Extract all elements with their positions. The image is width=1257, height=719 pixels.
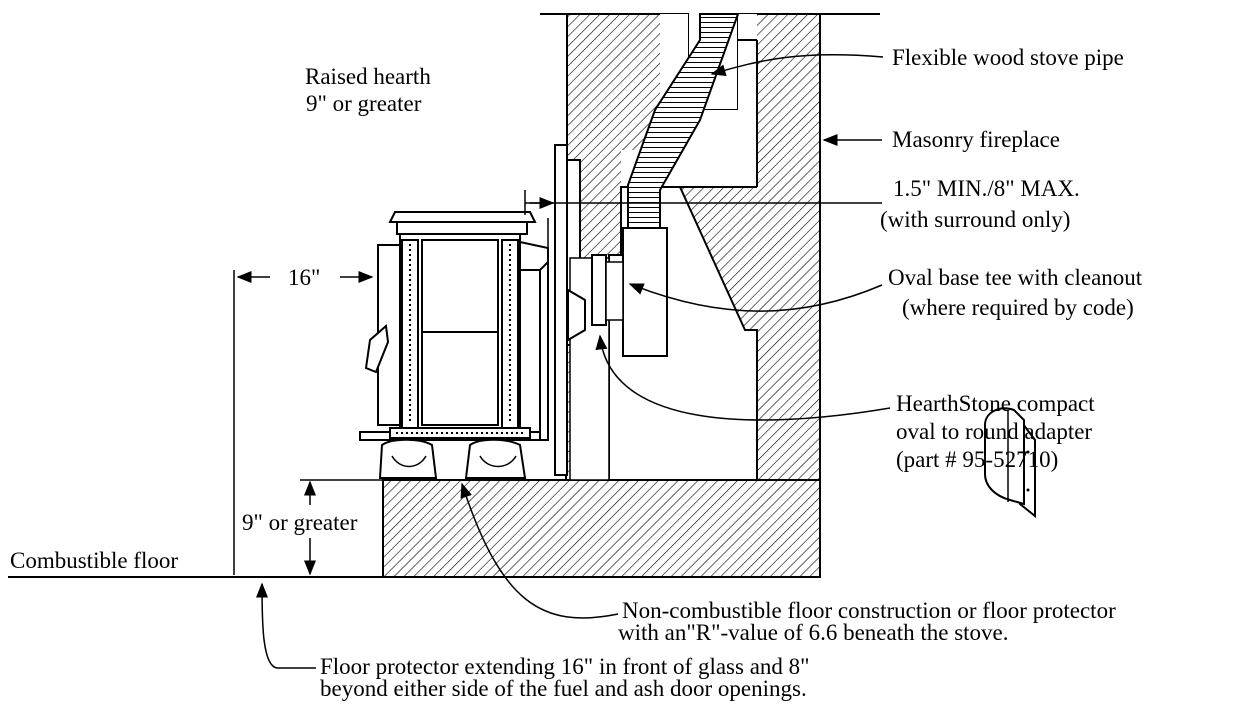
noncombustible-label-1: Non-combustible floor construction or fl… <box>622 598 1116 623</box>
oval-tee-label-2: (where required by code) <box>902 295 1134 320</box>
raised-hearth-label-1: Raised hearth <box>305 64 431 89</box>
floor-protector-label-2: beyond either side of the fuel and ash d… <box>320 676 807 701</box>
clearance-label-2: (with surround only) <box>880 207 1070 232</box>
wood-stove <box>359 211 586 479</box>
floor-protector-label-1: Floor protector extending 16" in front o… <box>320 654 810 679</box>
adapter-label-1: HearthStone compact <box>896 391 1095 416</box>
oval-tee-label-1: Oval base tee with cleanout <box>888 265 1143 290</box>
adapter-illustration <box>984 407 1036 519</box>
oval-base-tee <box>591 254 624 326</box>
noncombustible-label-2: with an"R"-value of 6.6 beneath the stov… <box>618 620 1009 645</box>
clearance-label-1: 1.5" MIN./8" MAX. <box>893 176 1080 201</box>
adapter-label-3: (part # 95-52710) <box>896 447 1058 472</box>
combustible-floor-label: Combustible floor <box>10 548 178 573</box>
adapter-label-2: oval to round adapter <box>896 419 1092 444</box>
dim-9-label: 9" or greater <box>242 510 358 535</box>
dim-16-label: 16" <box>288 265 320 290</box>
masonry-fireplace-label: Masonry fireplace <box>892 127 1060 152</box>
raised-hearth <box>382 479 821 578</box>
flexible-stove-pipe <box>622 13 740 357</box>
leader-lines <box>8 53 891 669</box>
text-labels: Raised hearth 9" or greater Flexible woo… <box>10 45 1143 701</box>
flexible-pipe-label: Flexible wood stove pipe <box>892 45 1124 70</box>
raised-hearth-label-2: 9" or greater <box>306 91 422 116</box>
